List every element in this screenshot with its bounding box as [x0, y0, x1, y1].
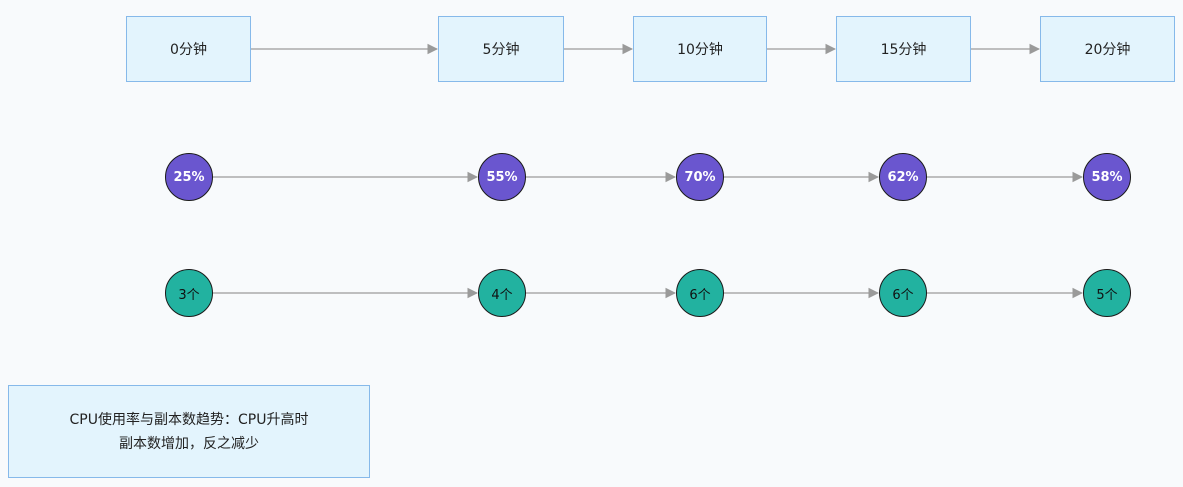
replica-node-20: 5个 — [1083, 269, 1131, 317]
time-node-20: 20分钟 — [1040, 16, 1175, 82]
replica-node-5: 4个 — [478, 269, 526, 317]
replica-node-10: 6个 — [676, 269, 724, 317]
trend-note-line-1: CPU使用率与副本数趋势：CPU升高时 — [69, 411, 309, 428]
trend-note: CPU使用率与副本数趋势：CPU升高时 副本数增加，反之减少 — [8, 385, 370, 478]
cpu-node-0: 25% — [165, 153, 213, 201]
time-node-10: 10分钟 — [633, 16, 767, 82]
time-node-15: 15分钟 — [836, 16, 971, 82]
cpu-node-5: 55% — [478, 153, 526, 201]
time-node-5: 5分钟 — [438, 16, 564, 82]
cpu-node-20: 58% — [1083, 153, 1131, 201]
replica-node-15: 6个 — [879, 269, 927, 317]
time-node-0: 0分钟 — [126, 16, 251, 82]
trend-note-line-2: 副本数增加，反之减少 — [119, 435, 259, 452]
cpu-node-15: 62% — [879, 153, 927, 201]
cpu-node-10: 70% — [676, 153, 724, 201]
replica-node-0: 3个 — [165, 269, 213, 317]
